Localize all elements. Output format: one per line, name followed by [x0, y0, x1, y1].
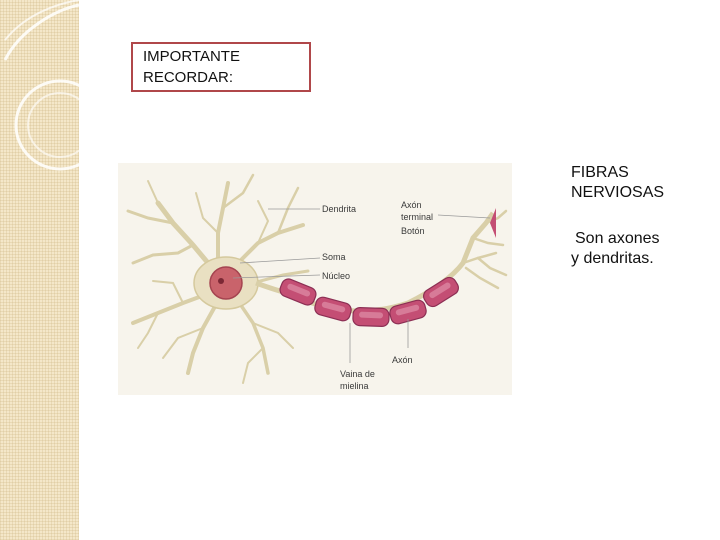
neuron-diagram: Dendrita Axón terminal Botón Soma Núcleo…: [118, 163, 512, 395]
important-note-box: IMPORTANTE RECORDAR:: [131, 42, 311, 92]
decorative-arcs: [3, 0, 79, 171]
label-dendrita: Dendrita: [322, 204, 356, 214]
nucleolus: [218, 278, 224, 284]
leader-lines: [232, 208, 491, 363]
myelin-highlight: [287, 282, 451, 319]
description-line-2: y dendritas.: [571, 250, 654, 267]
description-line-1: Son axones: [575, 230, 660, 247]
dendrites: [126, 173, 310, 384]
heading-line-2: NERVIOSAS: [571, 184, 665, 201]
note-line-2: RECORDAR:: [143, 69, 234, 86]
decorative-side-strip: [0, 0, 79, 540]
fibras-heading: FIBRAS NERVIOSAS: [571, 163, 664, 203]
fibras-description: Son axones y dendritas.: [571, 229, 660, 269]
nucleus: [209, 266, 243, 300]
label-soma: Soma: [322, 252, 346, 262]
note-line-1: IMPORTANTE: [143, 48, 240, 65]
heading-line-1: FIBRAS: [571, 164, 629, 181]
synaptic-button: [490, 208, 496, 238]
label-vaina-2: mielina: [340, 381, 369, 391]
myelin-sheath: [279, 276, 459, 327]
label-vaina-1: Vaina de: [340, 369, 375, 379]
label-axon-terminal-2: terminal: [401, 212, 433, 222]
label-boton: Botón: [401, 226, 425, 236]
label-axon: Axón: [392, 355, 413, 365]
label-nucleo: Núcleo: [322, 271, 350, 281]
label-axon-terminal-1: Axón: [401, 200, 422, 210]
axon-terminals: [461, 209, 508, 290]
